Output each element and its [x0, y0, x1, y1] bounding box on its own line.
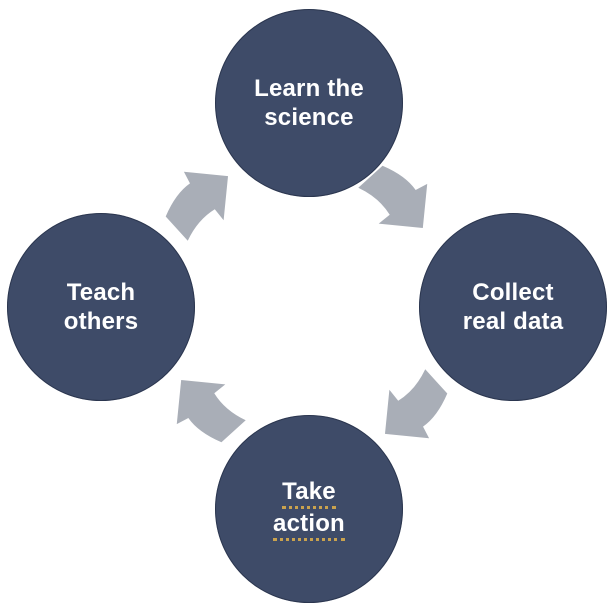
- cycle-node-take-action: Take action: [215, 415, 403, 603]
- node-label-line: Learn the: [254, 75, 364, 102]
- node-label-line: action: [273, 509, 345, 541]
- node-label-line: real data: [462, 308, 564, 335]
- arrow-shape: [358, 165, 428, 229]
- cycle-arrow-teach-to-learn: [165, 171, 229, 241]
- node-label-line: Collect: [472, 279, 554, 306]
- node-label-teach: Teach others: [64, 278, 139, 336]
- cycle-node-collect-real-data: Collect real data: [419, 213, 607, 401]
- cycle-node-teach-others: Teach others: [7, 213, 195, 401]
- node-label-learn: Learn the science: [254, 74, 364, 132]
- node-label-line: Teach: [66, 279, 136, 306]
- node-label-line: others: [63, 308, 139, 335]
- arrow-shape: [176, 379, 246, 443]
- arrow-shape: [165, 171, 229, 241]
- node-label-line: Take: [273, 477, 345, 509]
- arrow-shape: [384, 369, 448, 439]
- node-label-take: Take action: [273, 477, 345, 541]
- cycle-node-learn-the-science: Learn the science: [215, 9, 403, 197]
- node-label-line: science: [264, 104, 354, 131]
- cycle-arrow-learn-to-collect: [358, 165, 428, 229]
- node-label-collect: Collect real data: [463, 278, 564, 336]
- cycle-arrow-take-to-teach: [176, 379, 246, 443]
- cycle-arrow-collect-to-take: [384, 369, 448, 439]
